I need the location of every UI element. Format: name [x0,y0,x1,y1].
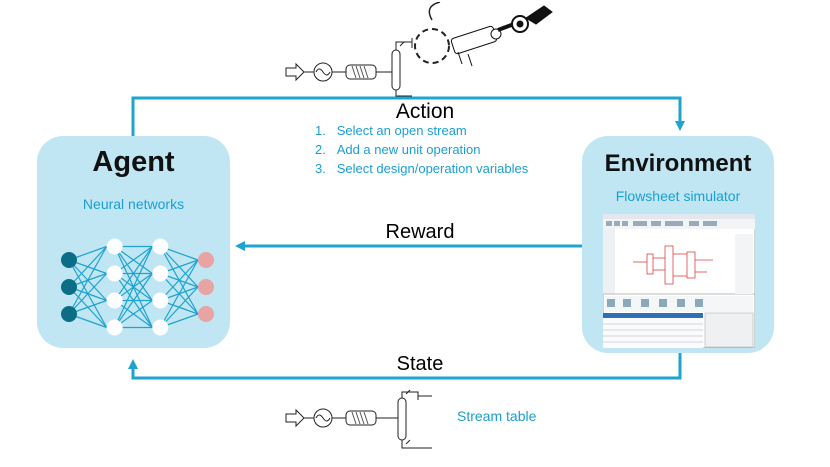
action-step: 2. Add a new unit operation [315,142,481,157]
nn-connection [114,273,153,328]
nn-connection [68,246,108,315]
nn-hidden-node [106,292,123,309]
nn-connection [114,246,153,328]
environment-subtitle: Flowsheet simulator [615,188,741,204]
action-steps-list: 1. Select an open stream 2. Add a new un… [315,121,528,178]
agent-title: Agent [92,146,175,178]
agent-subtitle: Neural networks [82,196,185,212]
nn-hidden-node [152,319,169,336]
nn-output-node [198,252,214,268]
state-arrow [128,353,682,380]
action-arrow [131,96,685,137]
action-step: 1. Select an open stream [315,123,467,138]
stream-table-caption: Stream table [457,408,537,424]
nn-input-node [61,279,77,295]
action-label: Action [395,100,455,123]
nn-hidden-node [106,319,123,336]
nn-input-node [61,306,77,322]
nn-connection [159,259,199,301]
nn-connection [159,259,199,328]
action-step: 3. Select design/operation variables [315,161,529,176]
nn-hidden-node [152,265,169,282]
nn-input-node [61,252,77,268]
nn-output-node [198,306,214,322]
environment-title: Environment [604,150,752,177]
neural-network-graphic [61,238,214,336]
state-flowsheet-sketch [285,389,432,449]
nn-hidden-node [152,292,169,309]
nn-connection [114,246,153,301]
nn-hidden-node [106,265,123,282]
nn-connection [68,246,108,288]
simulator-screenshot-image [603,214,755,348]
nn-hidden-node [106,238,123,255]
nn-connection [159,286,199,328]
action-flowsheet-sketch [285,2,553,97]
nn-connection [68,273,108,315]
nn-hidden-node [152,238,169,255]
nn-output-node [198,279,214,295]
reward-label: Reward [385,221,455,243]
state-label: State [396,353,444,375]
